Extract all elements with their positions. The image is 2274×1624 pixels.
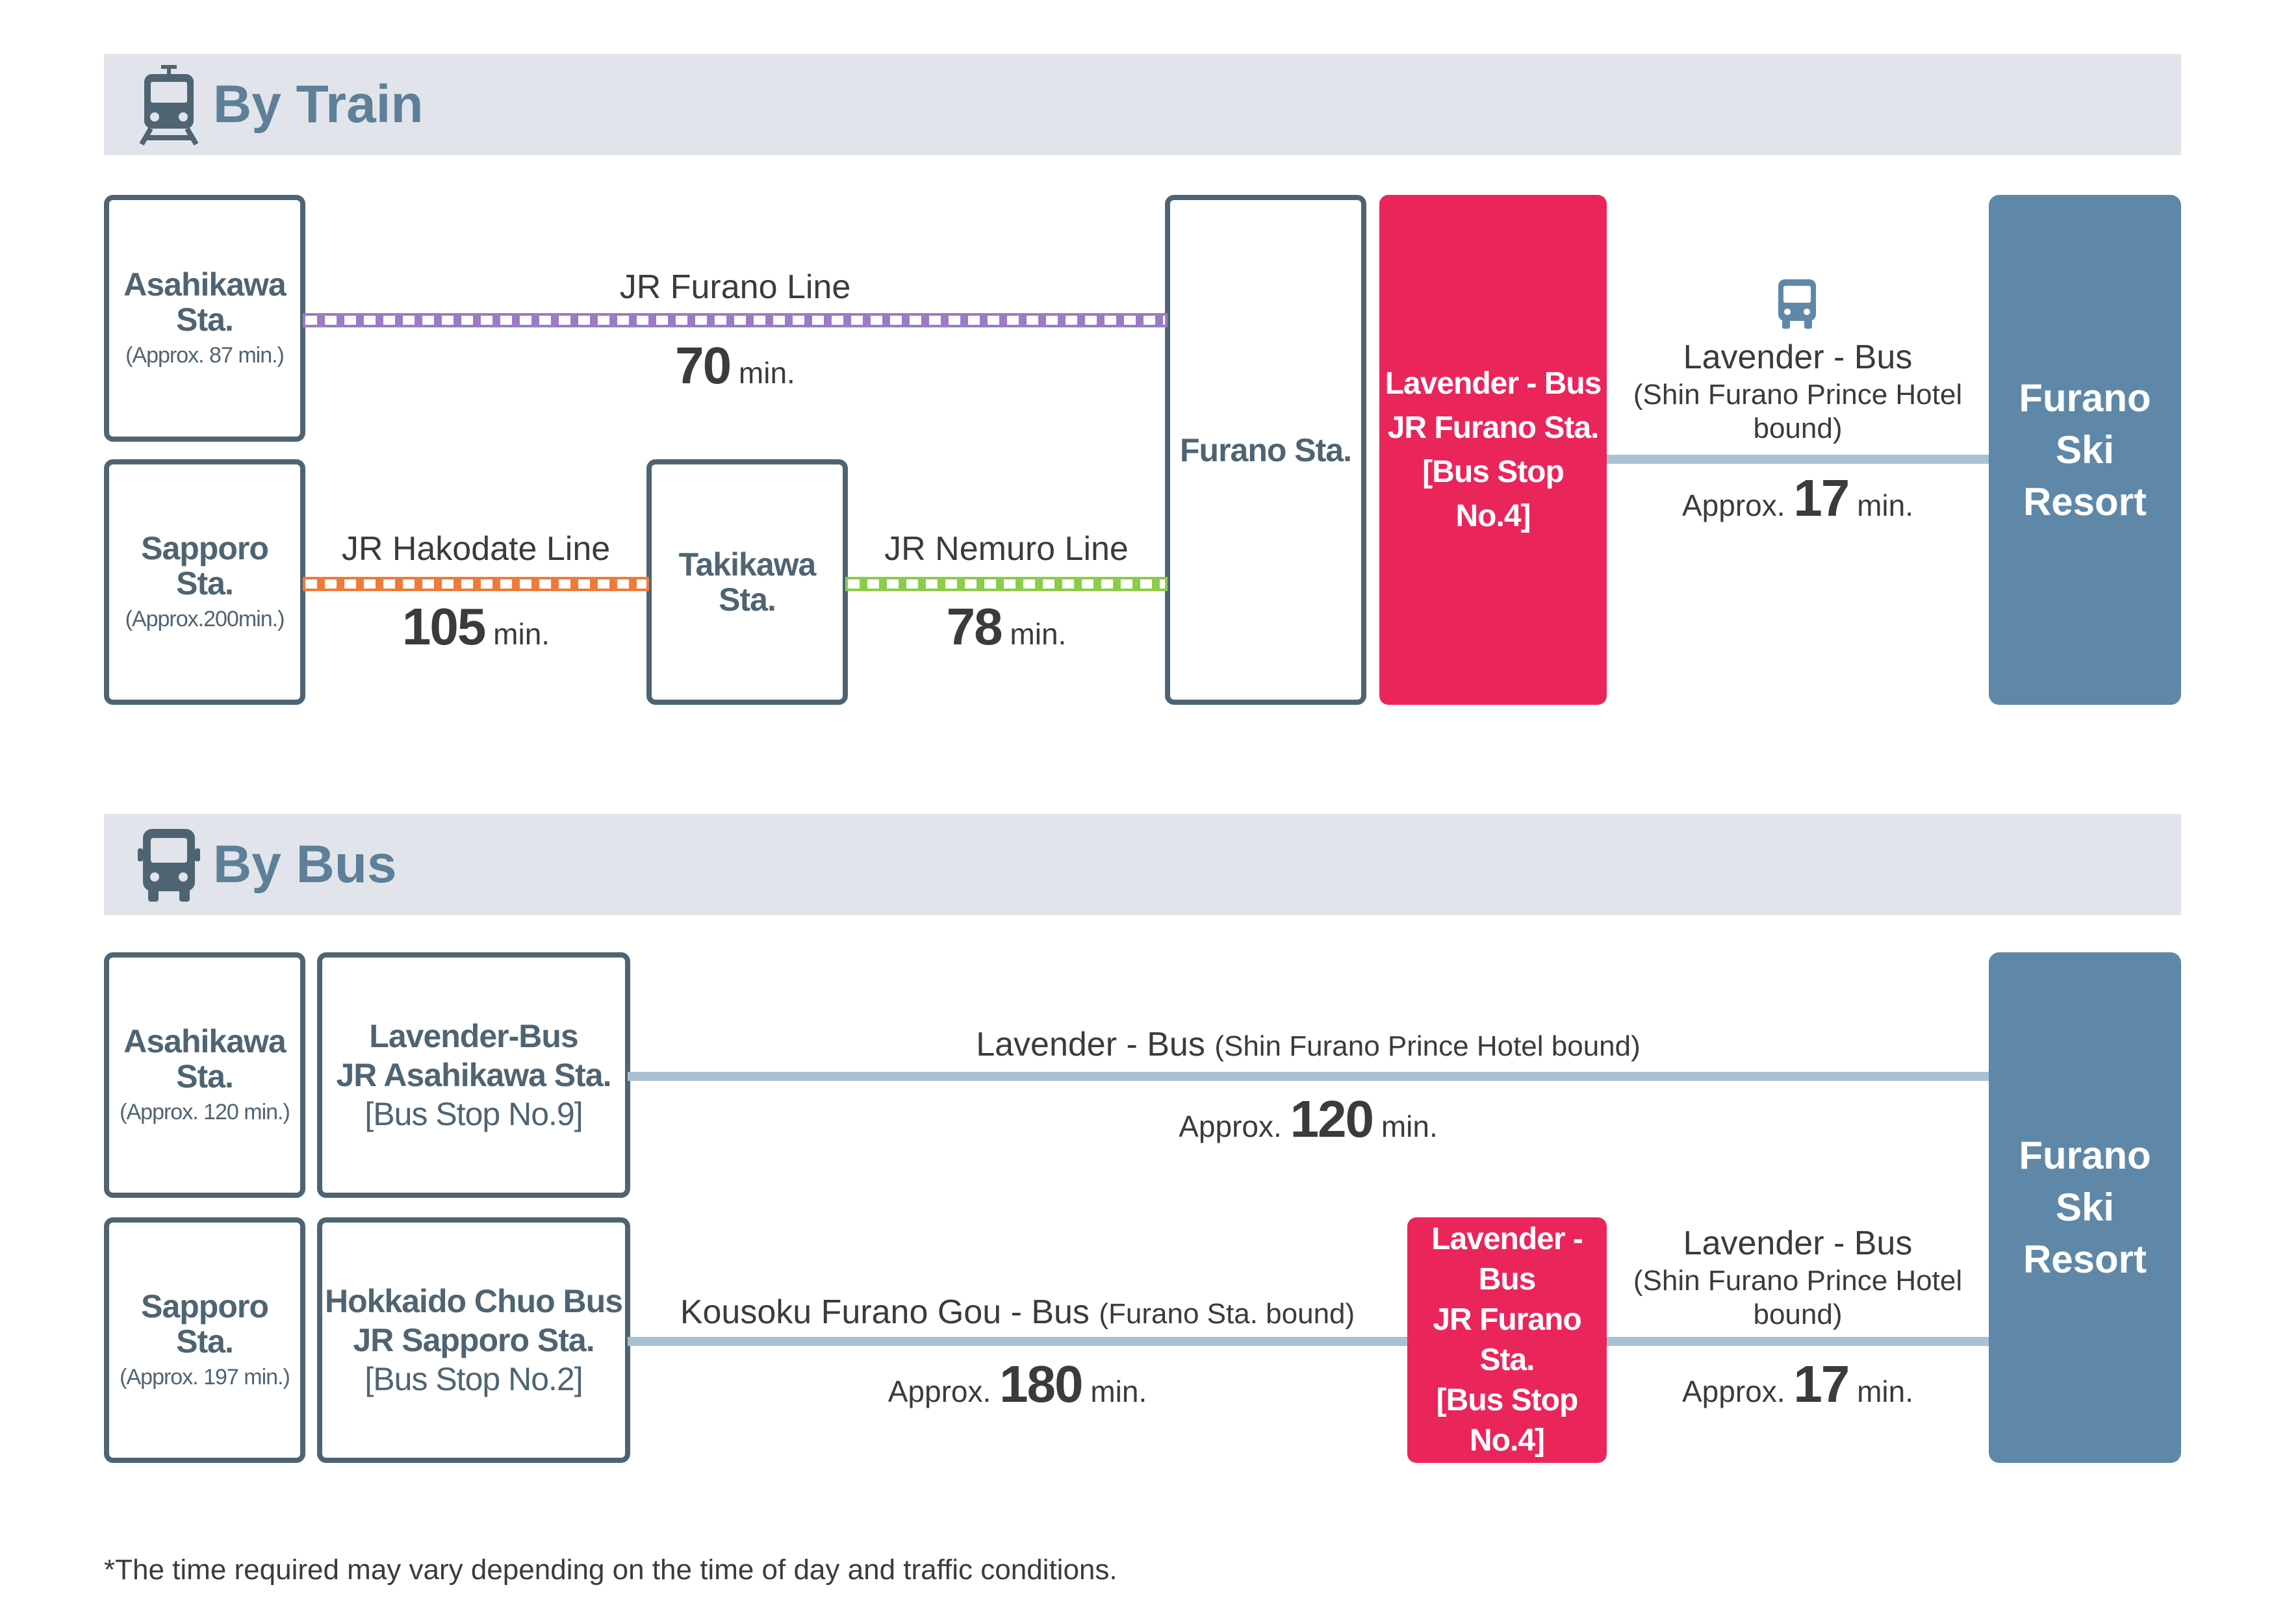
footnote: *The time required may vary depending on… [104,1554,1118,1586]
station-name: Asahikawa [123,1023,286,1059]
time-value: 180 [999,1355,1083,1413]
jr-hakodate-line [303,577,649,591]
kousoku-bus-route-line [628,1337,1989,1346]
time-unit: min. [1381,1110,1438,1143]
sapporo-bus-stop-box: Hokkaido Chuo Bus JR Sapporo Sta. [Bus S… [317,1217,630,1463]
bus-icon [138,829,200,902]
lavender-bus-route-time: Approx. 120 min. [628,1090,1989,1156]
jr-furano-line [303,313,1168,327]
lavender-bus-route-line [1607,455,1989,464]
resort-name: Furano [2019,375,2151,420]
time-value: 17 [1793,469,1850,527]
bus-stop-text: JR Asahikawa Sta. [336,1057,611,1093]
jr-furano-line-time: 70 min. [303,336,1168,402]
lavender-bus-final-time: Approx. 17 min. [1607,1355,1989,1421]
lavender-bus-route-line [628,1072,1989,1081]
bus-stop-text: Lavender - Bus [1431,1222,1583,1297]
furano-ski-resort-box: Furano Ski Resort [1989,195,2181,705]
time-prefix: Approx. [1682,488,1785,522]
asahikawa-station-box: Asahikawa Sta. (Approx. 120 min.) [104,952,305,1198]
time-value: 17 [1793,1355,1850,1413]
time-value: 78 [946,598,1003,655]
station-time: (Approx. 87 min.) [125,343,285,368]
by-bus-title: By Bus [213,835,397,894]
bus-stop-text: JR Sapporo Sta. [353,1322,594,1358]
time-value: 105 [402,598,486,655]
station-name: Furano Sta. [1179,431,1352,468]
time-unit: min. [1090,1375,1147,1408]
lavender-bus-route-sub: (Shin Furano Prince Hotel [1633,379,1963,411]
jr-nemuro-line-time: 78 min. [845,598,1168,663]
station-name: Sta. [176,301,234,338]
station-time: (Approx. 120 min.) [120,1100,290,1124]
jr-nemuro-line [845,577,1168,591]
time-prefix: Approx. [1682,1375,1785,1408]
jr-furano-line-label: JR Furano Line [619,268,851,306]
time-unit: min. [1010,617,1067,651]
bus-stop-text: No.4] [1470,1423,1545,1458]
asahikawa-bus-stop-box: Lavender-Bus JR Asahikawa Sta. [Bus Stop… [317,952,630,1198]
route-name: Lavender - Bus [976,1026,1205,1063]
bus-stop-text: No.4] [1455,498,1531,533]
takikawa-station-box: Takikawa Sta. [646,459,848,705]
lavender-bus-final-sub: bound) [1753,1299,1843,1330]
time-unit: min. [1857,1375,1913,1408]
resort-name: Ski [2055,427,2115,472]
jr-nemuro-line-label: JR Nemuro Line [884,530,1129,568]
jr-hakodate-line-time: 105 min. [303,598,649,663]
time-unit: min. [493,617,550,651]
resort-name: Resort [2023,1237,2147,1281]
lavender-bus-final-label: Lavender - Bus [1683,1224,1913,1262]
asahikawa-station-box: Asahikawa Sta. (Approx. 87 min.) [104,195,305,442]
station-time: (Approx.200min.) [125,607,285,631]
lavender-bus-route-sub: bound) [1753,412,1843,444]
time-prefix: Approx. [888,1375,991,1408]
lavender-bus-route-time: Approx. 17 min. [1607,469,1989,535]
bus-stop-text: [Bus Stop No.9] [364,1096,583,1132]
route-name: Kousoku Furano Gou - Bus [680,1293,1090,1331]
station-name: Sta. [176,1058,234,1095]
bus-stop-text: Lavender-Bus [369,1018,578,1054]
station-name: Sapporo Sta. [141,530,269,602]
sapporo-station-box: Sapporo Sta. (Approx. 197 min.) [104,1217,305,1463]
route-destination: (Furano Sta. bound) [1099,1298,1355,1330]
sapporo-station-box: Sapporo Sta. (Approx.200min.) [104,459,305,705]
station-name: Sapporo Sta. [141,1288,269,1360]
station-time: (Approx. 197 min.) [120,1365,290,1389]
bus-stop-text: JR Furano Sta. [1387,410,1600,445]
bus-stop-text: [Bus Stop [1422,454,1565,489]
lavender-bus-route-label: Lavender - Bus [1683,338,1913,376]
bus-icon [1778,279,1816,329]
time-unit: min. [1857,488,1913,522]
furano-ski-resort-box: Furano Ski Resort [1989,952,2181,1463]
furano-bus-stop-box: Lavender - Bus JR Furano Sta. [Bus Stop … [1407,1217,1607,1463]
resort-name: Ski [2055,1186,2115,1229]
train-icon [139,65,199,146]
bus-stop-text: Hokkaido Chuo Bus [324,1283,623,1319]
jr-hakodate-line-label: JR Hakodate Line [341,530,611,568]
by-train-title: By Train [213,75,424,134]
time-prefix: Approx. [1179,1110,1282,1143]
time-value: 120 [1290,1090,1374,1148]
furano-station-box: Furano Sta. [1165,195,1366,705]
time-unit: min. [738,356,795,390]
by-bus-header: By Bus [104,814,2181,915]
station-name: Asahikawa [123,266,286,303]
by-train-header: By Train [104,54,2181,155]
station-name: Takikawa Sta. [678,546,817,618]
bus-stop-text: JR Furano Sta. [1433,1302,1581,1377]
lavender-bus-final-sub: (Shin Furano Prince Hotel [1633,1265,1963,1297]
route-destination: (Shin Furano Prince Hotel bound) [1214,1030,1641,1062]
resort-name: Resort [2023,479,2147,524]
furano-bus-stop-box: Lavender - Bus JR Furano Sta. [Bus Stop … [1379,195,1607,705]
resort-name: Furano [2019,1134,2151,1177]
kousoku-bus-route-time: Approx. 180 min. [628,1355,1407,1421]
bus-stop-text: [Bus Stop [1436,1383,1579,1417]
lavender-bus-route-label: Lavender - Bus (Shin Furano Prince Hotel… [628,1025,1989,1066]
kousoku-bus-route-label: Kousoku Furano Gou - Bus (Furano Sta. bo… [628,1293,1407,1334]
bus-stop-text: [Bus Stop No.2] [364,1361,583,1397]
time-value: 70 [675,336,732,394]
bus-stop-text: Lavender - Bus [1385,366,1602,401]
